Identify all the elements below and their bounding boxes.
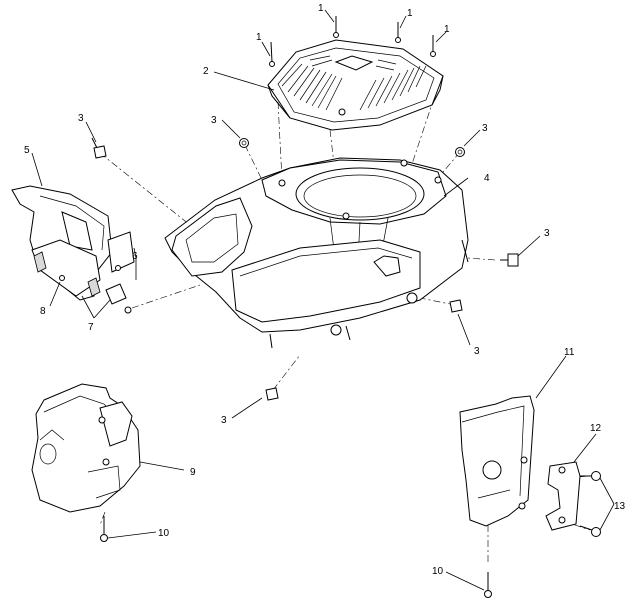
- nut-3c: [455, 147, 465, 157]
- callout-9: 9: [190, 467, 196, 478]
- fan-guard: [267, 39, 444, 131]
- screw-1d: [430, 35, 436, 57]
- blower-housing: [164, 157, 469, 349]
- callout-2: 2: [203, 66, 209, 77]
- callout-1b: 1: [318, 3, 324, 14]
- callout-1d: 1: [444, 24, 450, 35]
- callout-7: 7: [88, 322, 94, 333]
- callout-labels: 1 1 1 1 2 3 3 3 3 3 3 4 5 6 7 8 9 10 10 …: [24, 3, 626, 577]
- callout-4: 4: [484, 173, 490, 184]
- bolt-3d: [500, 253, 519, 267]
- callout-1c: 1: [407, 8, 413, 19]
- callout-3c: 3: [482, 123, 488, 134]
- leader-lines: [31, 9, 615, 591]
- bolt-3e: [449, 299, 463, 313]
- nut-3b: [239, 138, 249, 148]
- callout-3e: 3: [474, 346, 480, 357]
- screw-1b: [333, 16, 339, 38]
- bolt-3a: [91, 137, 107, 159]
- screw-1c: [395, 22, 401, 43]
- callout-10b: 10: [432, 566, 444, 577]
- bolt-3f: [265, 387, 279, 401]
- callout-8: 8: [40, 306, 46, 317]
- callout-3d: 3: [544, 228, 550, 239]
- callout-12: 12: [590, 423, 602, 434]
- lower-left-shield: [31, 383, 141, 513]
- callout-11: 11: [564, 347, 575, 358]
- right-shield: [459, 395, 535, 527]
- callout-13: 13: [614, 501, 626, 512]
- bracket-12: [545, 461, 581, 531]
- callout-5: 5: [24, 145, 30, 156]
- front-bracket: [11, 185, 135, 314]
- callout-6: 6: [132, 251, 138, 262]
- screw-1a: [269, 41, 275, 67]
- callout-3b: 3: [211, 115, 217, 126]
- callout-10a: 10: [158, 528, 170, 539]
- callout-3a: 3: [78, 113, 84, 124]
- callout-1a: 1: [256, 32, 262, 43]
- screw-10a: [100, 516, 108, 542]
- callout-3f: 3: [221, 415, 227, 426]
- screw-13b: [579, 525, 601, 537]
- screw-10b: [484, 572, 492, 598]
- screw-13a: [580, 471, 601, 481]
